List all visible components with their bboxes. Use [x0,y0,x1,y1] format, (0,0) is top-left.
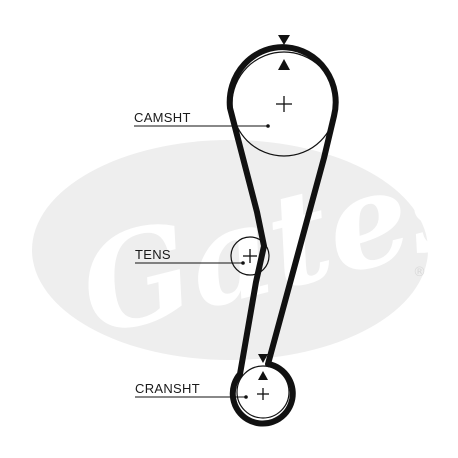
camshaft-center-plus-icon [276,96,292,112]
tensioner-label: TENS [135,247,171,262]
crankshaft-leader-dot [244,395,248,399]
crankshaft-label: CRANSHT [135,381,200,396]
camshaft-pulley-circle [231,51,337,157]
crankshaft-timing-mark-icon [258,354,268,380]
crankshaft-pulley-circle [236,365,290,419]
camshaft-timing-mark-icon [278,35,290,70]
tensioner-label-group: TENS [135,247,245,265]
tensioner-pulley [230,236,270,276]
camshaft-pulley [231,35,337,157]
tensioner-pulley-circle [230,236,270,276]
crankshaft-center-plus-icon [257,388,269,400]
camshaft-leader-dot [266,124,270,128]
camshaft-label-group: CAMSHT [134,110,270,128]
crankshaft-pulley [236,354,290,419]
timing-belt [226,44,339,427]
registered-mark: ® [413,265,426,280]
tensioner-center-plus-icon [243,249,257,263]
tensioner-leader-dot [241,261,245,265]
camshaft-label: CAMSHT [134,110,191,125]
watermark-ellipse [32,140,428,360]
crankshaft-label-group: CRANSHT [135,381,248,399]
